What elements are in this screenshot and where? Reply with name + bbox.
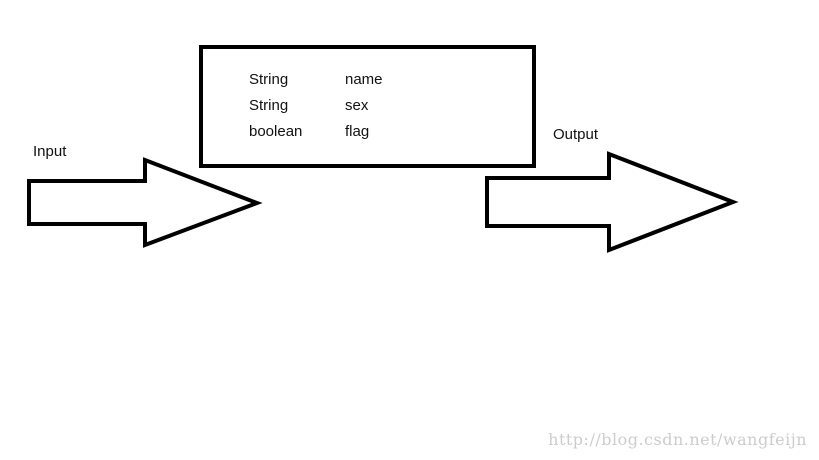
output-label: Output	[553, 126, 599, 143]
field-name: sex	[345, 97, 369, 114]
watermark-text: http://blog.csdn.net/wangfeijn	[548, 430, 807, 449]
field-type: String	[249, 71, 289, 88]
input-arrow-icon	[27, 157, 263, 248]
output-arrow-icon	[485, 151, 739, 253]
field-type: boolean	[249, 123, 303, 140]
field-type: String	[249, 97, 289, 114]
field-name: name	[345, 71, 383, 88]
input-label: Input	[33, 143, 67, 160]
data-object-box: String name String sex boolean flag	[199, 45, 536, 168]
field-name: flag	[345, 123, 370, 140]
